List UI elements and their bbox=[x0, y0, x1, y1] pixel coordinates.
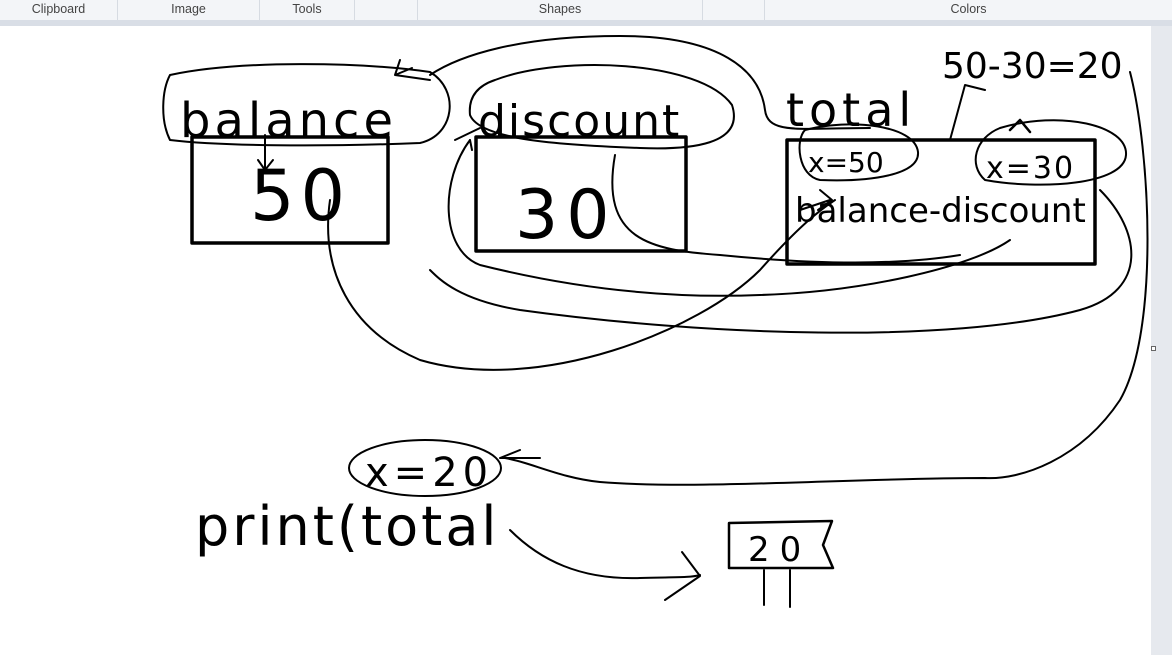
ribbon-group-label: Colors bbox=[950, 2, 987, 16]
total-box bbox=[785, 138, 1097, 266]
ribbon-group-tools[interactable]: Tools bbox=[260, 0, 355, 20]
ribbon-group-label: Tools bbox=[292, 2, 322, 16]
ribbon-group-label: Shapes bbox=[538, 2, 582, 16]
arrow-to-output bbox=[509, 529, 701, 601]
loop-to-result bbox=[504, 71, 1149, 486]
ribbon-group-label: Clipboard bbox=[31, 2, 86, 16]
ribbon-group-colors[interactable]: Colors bbox=[765, 0, 1172, 20]
arrow-result-head bbox=[499, 449, 541, 459]
balance-label: balance bbox=[180, 93, 397, 149]
output-box bbox=[727, 519, 835, 570]
balance-box bbox=[190, 135, 390, 245]
arrow-equation bbox=[949, 84, 986, 141]
arrow-top-balance bbox=[394, 59, 431, 81]
arrow-into-balance bbox=[257, 134, 274, 171]
total-expression: balance-discount bbox=[795, 191, 1086, 231]
x20-oval bbox=[348, 439, 502, 497]
arrow-x30 bbox=[1008, 118, 1032, 134]
drawing-canvas[interactable]: balance 50 discount 30 total 50-30=20 x=… bbox=[0, 26, 1151, 655]
ribbon-group-labels: Clipboard Image Tools Shapes Colors bbox=[0, 0, 1172, 21]
loop-x30-to-output bbox=[611, 154, 961, 264]
total-x1: x=50 bbox=[808, 146, 884, 179]
total-label: total bbox=[786, 83, 916, 137]
discount-label: discount bbox=[478, 96, 681, 147]
x50-oval bbox=[798, 123, 920, 182]
discount-box bbox=[474, 135, 688, 253]
ribbon-group-size[interactable] bbox=[703, 0, 765, 20]
canvas-background-margin bbox=[1151, 26, 1172, 655]
output-value: 20 bbox=[748, 530, 811, 570]
loop-discount-around bbox=[447, 139, 1011, 297]
total-x2: x=30 bbox=[986, 151, 1075, 186]
arrow-into-total bbox=[799, 189, 833, 211]
ribbon-group-clipboard[interactable]: Clipboard bbox=[0, 0, 118, 20]
x30-oval bbox=[974, 119, 1128, 186]
balance-oval bbox=[162, 63, 451, 147]
ink-drawing: balance 50 discount 30 total 50-30=20 x=… bbox=[162, 35, 1149, 608]
discount-value: 30 bbox=[515, 176, 618, 255]
loop-right-outer bbox=[429, 189, 1133, 334]
discount-oval bbox=[468, 64, 735, 150]
ribbon-group-shapes[interactable]: Shapes bbox=[418, 0, 703, 20]
result-bubble: x=20 bbox=[365, 450, 493, 496]
scribble-discount-sign bbox=[454, 127, 481, 151]
equation: 50-30=20 bbox=[942, 46, 1123, 87]
ribbon-group-image[interactable]: Image bbox=[118, 0, 260, 20]
loop-balance-to-discount bbox=[327, 199, 836, 371]
balance-value: 50 bbox=[250, 155, 351, 237]
canvas-resize-handle[interactable] bbox=[1151, 346, 1156, 351]
ribbon-group-brushes[interactable] bbox=[355, 0, 418, 20]
ribbon-separator bbox=[0, 20, 1172, 26]
ribbon-group-label: Image bbox=[171, 2, 206, 16]
print-statement: print(total bbox=[195, 495, 499, 558]
loop-top-big bbox=[429, 35, 871, 130]
